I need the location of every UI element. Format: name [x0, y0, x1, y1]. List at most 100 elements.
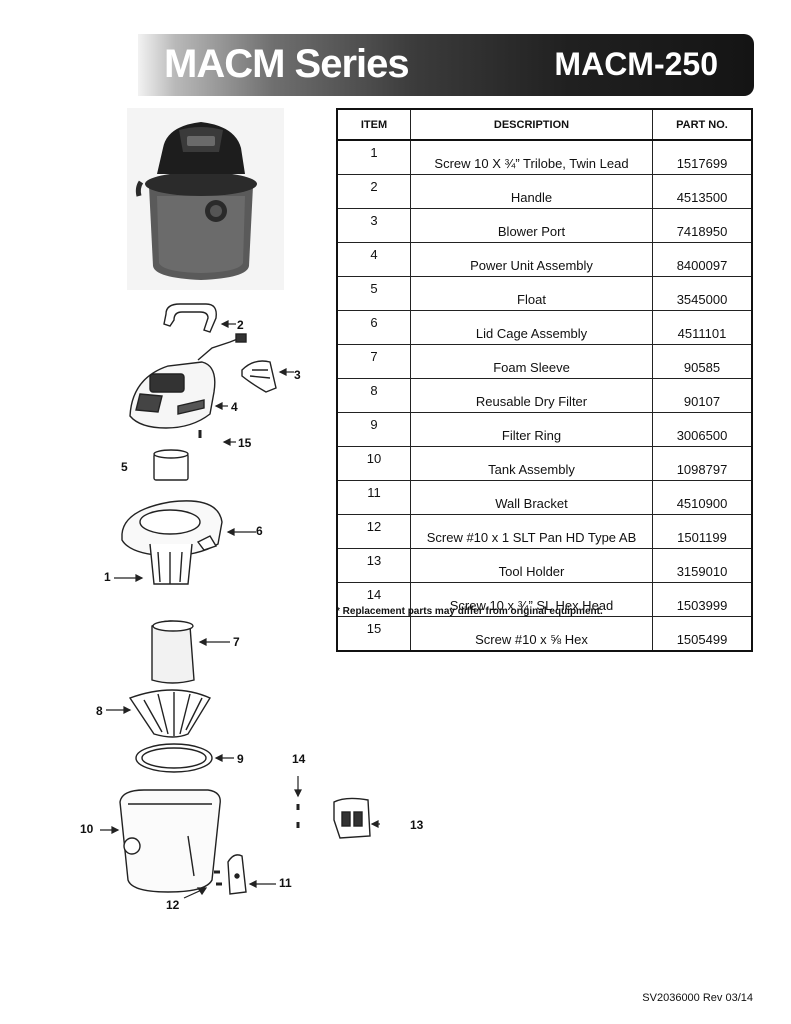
- table-header-row: ITEM DESCRIPTION PART NO.: [336, 108, 753, 141]
- tool-holder-part: [333, 797, 371, 839]
- part-number: 1505499: [652, 616, 753, 652]
- tank-part: [119, 789, 221, 893]
- screw-12-part: [214, 870, 222, 886]
- item-description: Foam Sleeve: [410, 344, 653, 379]
- item-number: 7: [336, 344, 411, 379]
- table-row: 12 Screw #10 x 1 SLT Pan HD Type AB 1501…: [336, 514, 753, 549]
- table-row: 7 Foam Sleeve 90585: [336, 344, 753, 379]
- table-row: 11 Wall Bracket 4510900: [336, 480, 753, 515]
- callout-9: 9: [237, 752, 244, 766]
- callout-1: 1: [104, 570, 111, 584]
- blower-port-part: [241, 360, 277, 393]
- part-number: 4513500: [652, 174, 753, 209]
- callout-13: 13: [410, 818, 424, 832]
- item-description: Tank Assembly: [410, 446, 653, 481]
- part-number: 1501199: [652, 514, 753, 549]
- table-row: 15 Screw #10 x ⅝ Hex 1505499: [336, 616, 753, 652]
- column-header-item: ITEM: [336, 108, 411, 141]
- callout-6: 6: [256, 524, 263, 538]
- callout-8: 8: [96, 704, 103, 718]
- callout-arrows: [100, 320, 380, 899]
- callout-10: 10: [80, 822, 94, 836]
- document-revision: SV2036000 Rev 03/14: [642, 992, 753, 1004]
- part-number: 90107: [652, 378, 753, 413]
- parts-table: ITEM DESCRIPTION PART NO. 1 Screw 10 X ¾…: [336, 108, 753, 652]
- foam-sleeve-part: [151, 620, 195, 684]
- callout-3: 3: [294, 368, 301, 382]
- part-number: 90585: [652, 344, 753, 379]
- item-description: Tool Holder: [410, 548, 653, 583]
- item-description: Screw 10 X ¾” Trilobe, Twin Lead: [410, 139, 653, 175]
- column-header-description: DESCRIPTION: [410, 108, 653, 141]
- part-number: 1503999: [652, 582, 753, 617]
- table-row: 9 Filter Ring 3006500: [336, 412, 753, 447]
- callout-14: 14: [292, 752, 306, 766]
- table-row: 2 Handle 4513500: [336, 174, 753, 209]
- part-number: 7418950: [652, 208, 753, 243]
- product-photo: [127, 108, 284, 290]
- item-number: 2: [336, 174, 411, 209]
- item-description: Filter Ring: [410, 412, 653, 447]
- item-description: Screw #10 x ⅝ Hex: [410, 616, 653, 652]
- item-number: 14: [336, 582, 411, 617]
- table-row: 6 Lid Cage Assembly 4511101: [336, 310, 753, 345]
- part-number: 3545000: [652, 276, 753, 311]
- item-description: Blower Port: [410, 208, 653, 243]
- column-header-part-no: PART NO.: [652, 108, 753, 141]
- callout-11: 11: [279, 876, 292, 890]
- part-number: 1517699: [652, 139, 753, 175]
- item-number: 8: [336, 378, 411, 413]
- part-number: 3159010: [652, 548, 753, 583]
- item-number: 11: [336, 480, 411, 515]
- table-row: 4 Power Unit Assembly 8400097: [336, 242, 753, 277]
- item-number: 4: [336, 242, 411, 277]
- power-unit-part: [129, 333, 247, 429]
- callout-15: 15: [238, 436, 252, 450]
- table-row: 13 Tool Holder 3159010: [336, 548, 753, 583]
- dry-filter-part: [128, 689, 212, 738]
- item-description: Screw #10 x 1 SLT Pan HD Type AB: [410, 514, 653, 549]
- item-number: 3: [336, 208, 411, 243]
- callout-5: 5: [121, 460, 128, 474]
- lid-cage-part: [121, 500, 223, 585]
- callout-7: 7: [233, 635, 240, 649]
- table-row: 10 Tank Assembly 1098797: [336, 446, 753, 481]
- wall-bracket-part: [227, 854, 247, 895]
- table-row: 14 Screw 10 x ¾” SL Hex Head 1503999: [336, 582, 753, 617]
- callout-2: 2: [237, 318, 244, 332]
- item-number: 9: [336, 412, 411, 447]
- item-number: 10: [336, 446, 411, 481]
- series-title: MACM Series: [164, 42, 410, 86]
- part-number: 4511101: [652, 310, 753, 345]
- table-row: 8 Reusable Dry Filter 90107: [336, 378, 753, 413]
- table-row: 5 Float 3545000: [336, 276, 753, 311]
- item-description: Power Unit Assembly: [410, 242, 653, 277]
- item-description: Lid Cage Assembly: [410, 310, 653, 345]
- item-description: Screw 10 x ¾” SL Hex Head: [410, 582, 653, 617]
- part-number: 1098797: [652, 446, 753, 481]
- title-banner: MACM Series MACM-250: [138, 34, 754, 96]
- exploded-parts-diagram: [100, 303, 380, 899]
- part-number: 4510900: [652, 480, 753, 515]
- table-row: 3 Blower Port 7418950: [336, 208, 753, 243]
- replacement-note: * Replacement parts may differ from orig…: [336, 606, 603, 617]
- callout-4: 4: [231, 400, 238, 414]
- model-number: MACM-250: [554, 46, 718, 82]
- table-row: 1 Screw 10 X ¾” Trilobe, Twin Lead 15176…: [336, 139, 753, 175]
- item-number: 15: [336, 616, 411, 652]
- part-number: 8400097: [652, 242, 753, 277]
- part-number: 3006500: [652, 412, 753, 447]
- float-part: [153, 449, 189, 481]
- item-number: 6: [336, 310, 411, 345]
- item-number: 12: [336, 514, 411, 549]
- item-description: Reusable Dry Filter: [410, 378, 653, 413]
- item-description: Float: [410, 276, 653, 311]
- item-number: 13: [336, 548, 411, 583]
- item-description: Handle: [410, 174, 653, 209]
- item-number: 1: [336, 139, 411, 175]
- item-number: 5: [336, 276, 411, 311]
- callout-12: 12: [166, 898, 180, 912]
- item-description: Wall Bracket: [410, 480, 653, 515]
- filter-ring-part: [135, 743, 213, 773]
- handle-part: [163, 303, 217, 333]
